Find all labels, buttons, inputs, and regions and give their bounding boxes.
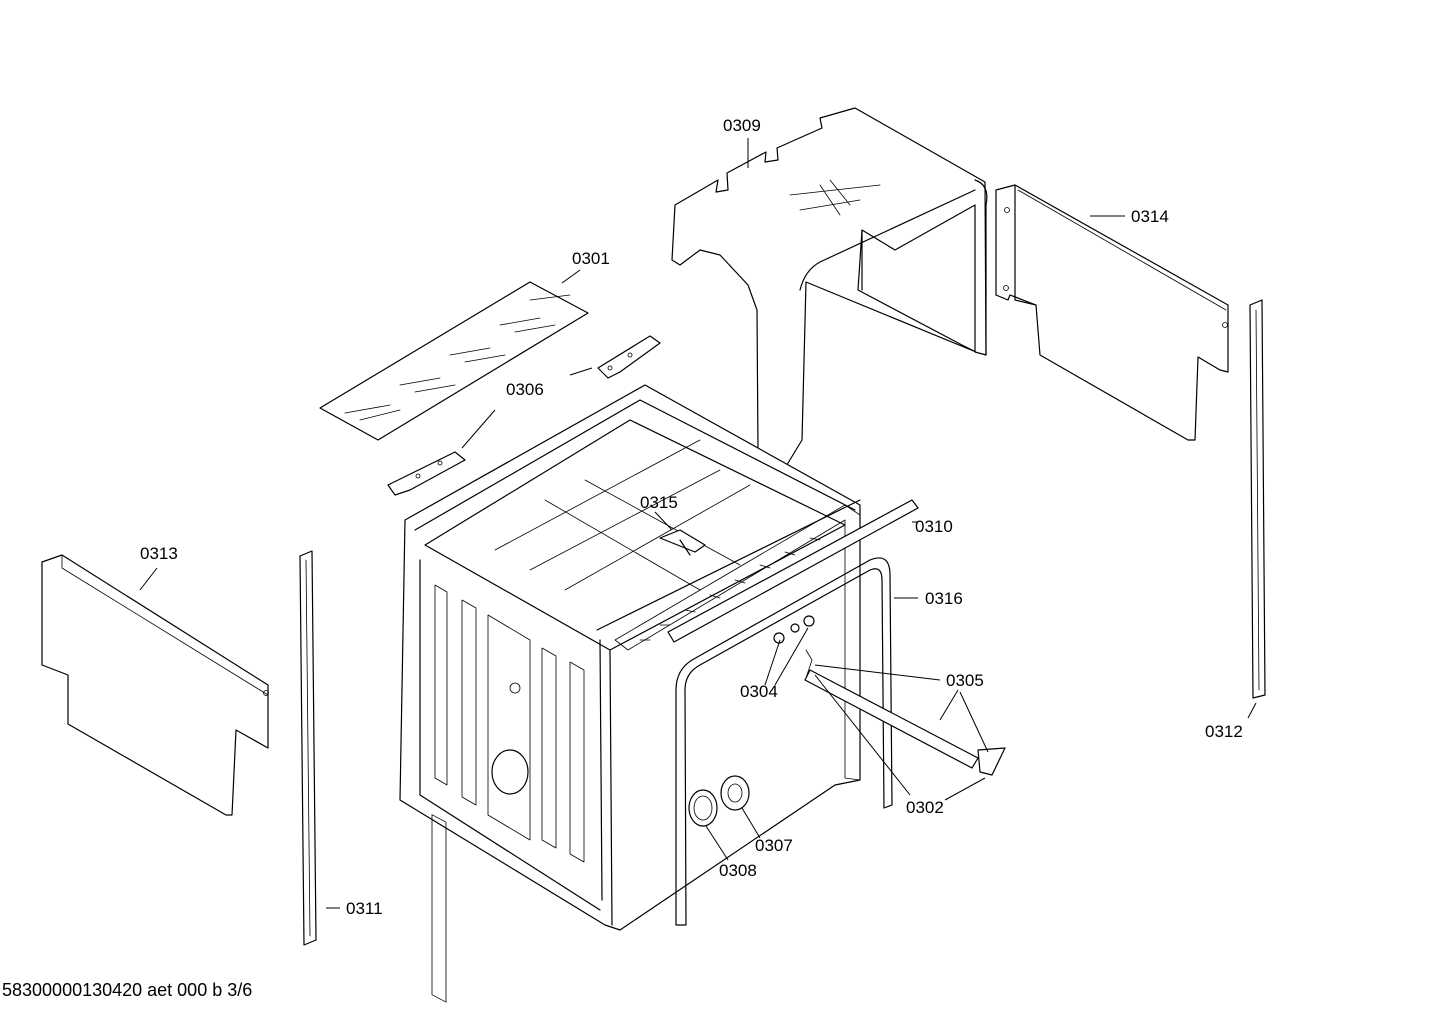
part-0309-top-cover[interactable] — [671, 107, 988, 469]
part-0313-left-side-panel[interactable] — [41, 554, 269, 816]
label-0302: 0302 — [906, 798, 944, 817]
label-0314: 0314 — [1131, 207, 1169, 226]
part-0308-seal-ring[interactable] — [688, 789, 718, 827]
dishwasher-tub-body[interactable] — [399, 384, 861, 1003]
part-0311-left-seal-strip[interactable] — [299, 550, 317, 946]
part-0301-insulation-mat[interactable] — [319, 281, 589, 441]
leader-lines — [139, 138, 1257, 909]
label-0313: 0313 — [140, 544, 178, 563]
part-0304-fasteners[interactable] — [773, 615, 815, 644]
label-0307: 0307 — [755, 836, 793, 855]
part-labels: 0301 0306 0309 0314 0313 0315 0310 0316 … — [140, 116, 1243, 918]
part-0316-door-gasket[interactable] — [675, 557, 893, 926]
part-0306-bracket-lower[interactable] — [387, 451, 466, 496]
label-0309: 0309 — [723, 116, 761, 135]
label-0306: 0306 — [506, 380, 544, 399]
label-0315: 0315 — [640, 493, 678, 512]
label-0304: 0304 — [740, 682, 778, 701]
part-0315-clip[interactable] — [659, 529, 706, 556]
label-0308: 0308 — [719, 861, 757, 880]
label-0305: 0305 — [946, 671, 984, 690]
label-0316: 0316 — [925, 589, 963, 608]
label-0310: 0310 — [915, 517, 953, 536]
part-0307-ring[interactable] — [720, 775, 750, 811]
tub-front-frame — [614, 504, 861, 781]
label-0312: 0312 — [1205, 722, 1243, 741]
part-0310-top-strip[interactable] — [667, 499, 919, 643]
diagram-footer-code: 58300000130420 aet 000 b 3/6 — [2, 980, 253, 1000]
part-0312-right-seal-strip[interactable] — [1249, 299, 1266, 699]
label-0311: 0311 — [346, 899, 383, 918]
part-0306-bracket-upper[interactable] — [597, 335, 661, 379]
part-0314-right-side-panel[interactable] — [995, 184, 1229, 441]
part-0305-rail[interactable] — [804, 649, 1006, 776]
label-0301: 0301 — [572, 249, 610, 268]
